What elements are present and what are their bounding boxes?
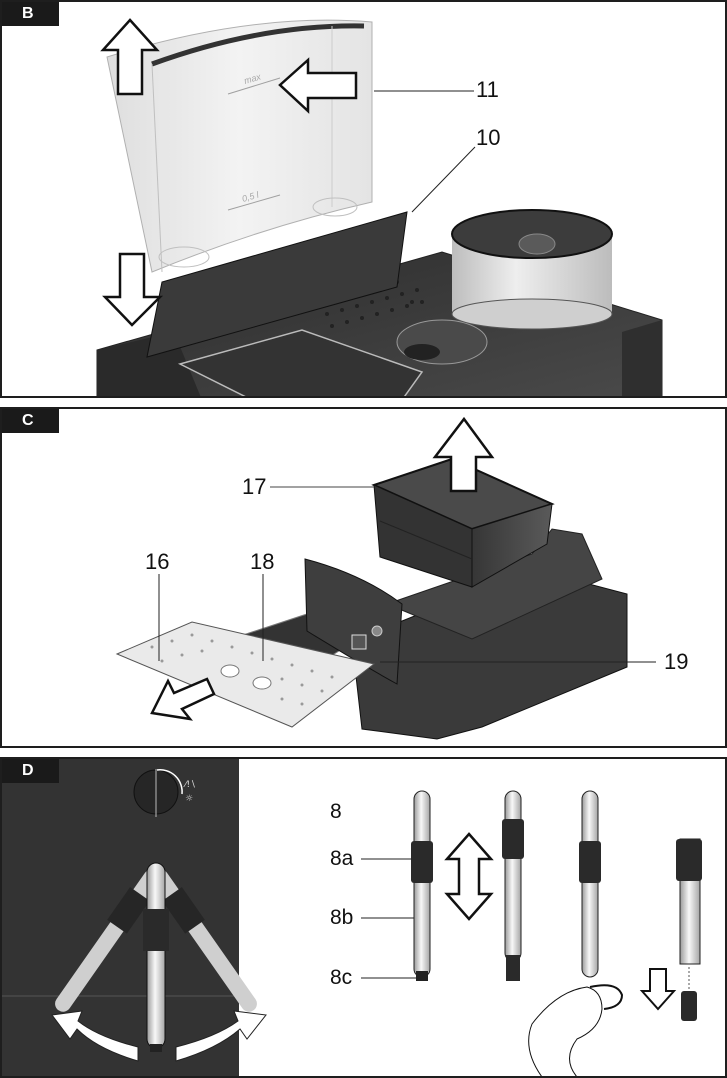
sleeve-8a [411,841,433,883]
arrow-down-icon [102,252,164,327]
callout-8a: 8a [330,847,354,870]
drip-tray-cover [304,558,403,685]
tank-lid-panel [146,211,408,358]
drip-tray-illustration [115,416,656,740]
milk-frother-illustration: ⁄!∖ ☼ [2,759,702,1076]
callout-19: 19 [664,649,689,674]
callout-11: 11 [476,77,499,102]
leader-line-10 [411,146,476,213]
hand-icon [528,986,603,1076]
panel-tag-d: D [2,759,59,783]
drip-tray-grid [115,621,376,728]
callout-8: 8 [330,800,342,823]
swivel-left-arrow-icon [51,1010,139,1062]
nozzle-8c [416,971,428,981]
frother-assembled [411,790,433,981]
panel-tag-b: B [2,2,59,26]
frother-center [143,862,169,1052]
hot-water-symbol-icon: ☼ [185,794,193,804]
callout-10: 10 [476,125,501,150]
callout-8c: 8c [330,966,353,989]
callout-8b: 8b [330,906,354,929]
callout-17: 17 [242,474,267,499]
figure-panel-b: B [0,0,727,398]
arrow-down-icon [639,968,677,1011]
frother-disassembled [676,838,702,1021]
frother-sleeve-down [502,790,524,981]
frother-left [55,869,160,1012]
detached-nozzle [681,991,697,1021]
frother-right [152,869,257,1012]
callout-16: 16 [145,549,170,574]
swivel-right-arrow-icon [175,1010,267,1062]
figure-panel-c: C 17 16 18 19 [0,407,727,748]
max-marking: max [243,71,263,85]
steam-symbol-icon: ⁄!∖ [183,780,196,790]
up-down-arrow-icon [444,832,494,921]
arrow-up-icon [432,416,495,493]
arrow-left-icon [278,57,358,114]
frother-unscrew-nozzle [528,790,624,1076]
bean-container [451,209,613,330]
panel-tag-c: C [2,409,59,433]
figure-panel-d: D ⁄!∖ ☼ [0,757,727,1078]
water-tank-illustration: max 0,5 l [96,18,663,396]
arrow-up-icon [100,18,160,96]
callout-18: 18 [250,549,275,574]
arrow-out-icon [150,677,216,721]
float-indicator [371,625,383,637]
half-liter-marking: 0,5 l [241,189,261,204]
